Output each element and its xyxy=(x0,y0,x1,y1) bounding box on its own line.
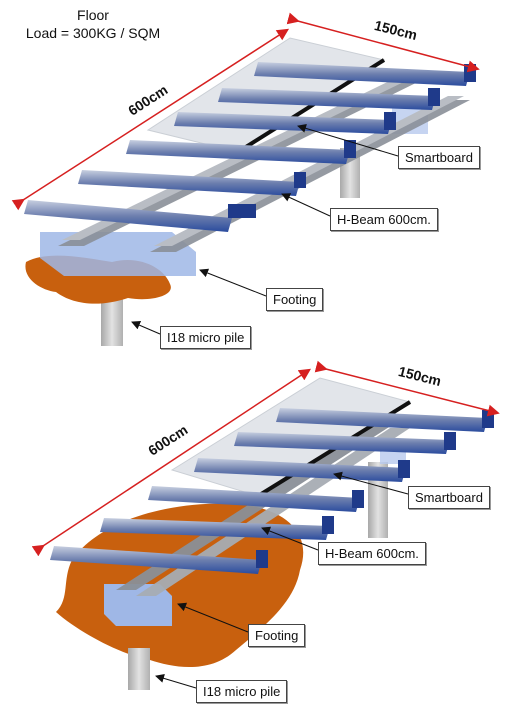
bottom-smartboard-leader xyxy=(333,471,409,495)
top-hbeam-callout: H-Beam 600cm. xyxy=(330,208,438,231)
bottom-pile-leader xyxy=(155,673,197,689)
bottom-hbeam-leader xyxy=(261,526,319,551)
top-footing-callout: Footing xyxy=(266,288,324,311)
top-width-dimension-line xyxy=(286,12,480,73)
top-hbeam-leader xyxy=(281,193,331,217)
bottom-footing-leader xyxy=(177,602,249,633)
title-line-floor: Floor xyxy=(77,7,109,23)
bottom-width-dimension-line xyxy=(314,360,500,417)
top-smartboard-callout: Smartboard xyxy=(398,146,480,169)
bottom-hbeam-callout: H-Beam 600cm. xyxy=(318,542,426,565)
bottom-smartboard-callout: Smartboard xyxy=(408,486,490,509)
bottom-structure xyxy=(31,360,500,690)
top-smartboard-leader xyxy=(297,123,399,157)
bottom-length-dimension-line xyxy=(31,368,312,557)
top-structure xyxy=(11,12,480,346)
top-pile-leader xyxy=(131,321,161,335)
top-length-dimension-line xyxy=(11,28,290,211)
bottom-pile-callout: I18 micro pile xyxy=(196,680,288,703)
bottom-footing-callout: Footing xyxy=(248,624,306,647)
top-footing-leader xyxy=(199,268,267,297)
bottom-micro-pile xyxy=(128,648,150,690)
top-pile-callout: I18 micro pile xyxy=(160,326,252,349)
